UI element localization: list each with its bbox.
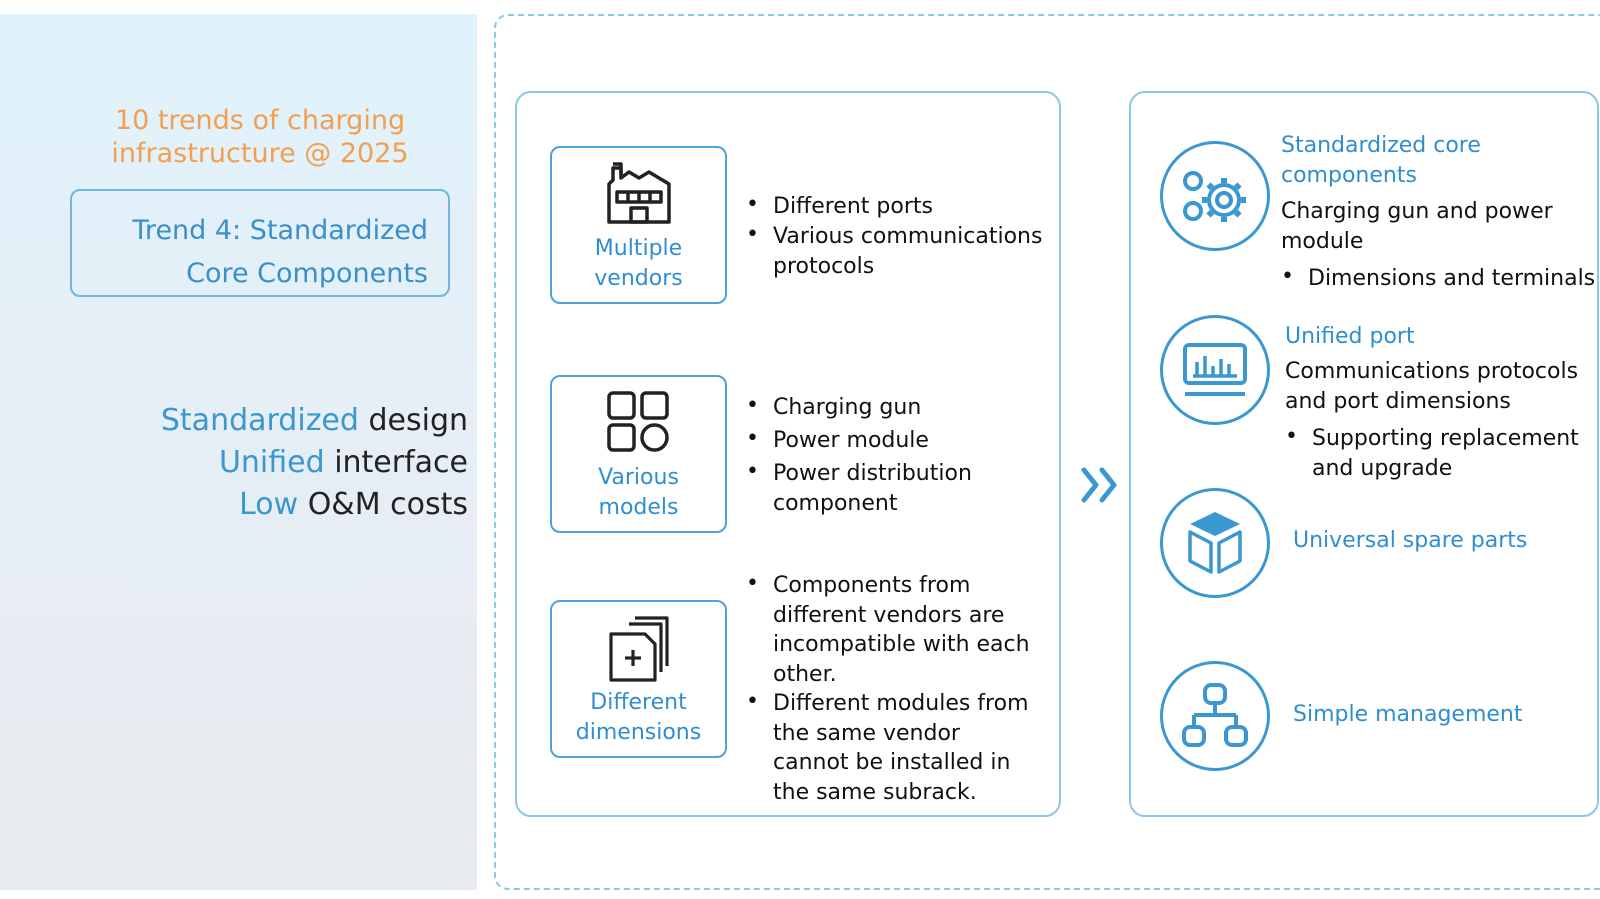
problem-label-line-1: Various bbox=[598, 465, 679, 490]
pillar-rest: O&M costs bbox=[298, 487, 468, 522]
side-panel bbox=[0, 14, 477, 890]
bullet-item: Dimensions and terminals bbox=[1281, 262, 1600, 294]
solution-description: Charging gun and power module bbox=[1281, 199, 1553, 254]
problem-bullets-models: Charging gun Power module Power distribu… bbox=[746, 391, 1006, 519]
pillar-highlight: Standardized bbox=[160, 403, 359, 438]
solution-icon-circle bbox=[1160, 141, 1270, 251]
bullet-item: Power module bbox=[746, 424, 1006, 456]
hierarchy-icon bbox=[1182, 683, 1248, 747]
trend-box: Trend 4: Standardized Core Components bbox=[70, 189, 450, 297]
pillar-highlight: Low bbox=[239, 487, 299, 522]
problem-card-dimensions: Different dimensions bbox=[550, 600, 727, 758]
headline-line-2: infrastructure @ 2025 bbox=[111, 138, 409, 169]
stacked-pages-plus-icon bbox=[608, 616, 669, 682]
pillar-item: Low O&M costs bbox=[161, 484, 468, 526]
problem-bullets-vendors: Different ports Various communications p… bbox=[746, 190, 1046, 282]
bullet-item: Components from different vendors are in… bbox=[746, 569, 1031, 689]
bullet-item: Supporting replacement and upgrade bbox=[1285, 422, 1595, 484]
pillar-item: Unified interface bbox=[161, 442, 468, 484]
problem-label: Different dimensions bbox=[552, 688, 725, 748]
solution-title: Universal spare parts bbox=[1293, 528, 1528, 553]
factory-icon bbox=[606, 162, 671, 224]
headline-line-1: 10 trends of charging bbox=[114, 105, 406, 136]
pillar-rest: interface bbox=[324, 445, 468, 480]
pillar-rest: design bbox=[358, 403, 468, 438]
bullet-item: Different modules from the same vendor c… bbox=[746, 687, 1031, 807]
solution-icon-circle bbox=[1160, 315, 1270, 425]
monitor-chart-icon bbox=[1183, 343, 1247, 396]
grid-shapes-icon bbox=[606, 391, 669, 452]
problem-label: Multiple vendors bbox=[552, 234, 725, 294]
problem-label-line-2: vendors bbox=[594, 266, 683, 291]
solution-title: Standardized core components bbox=[1281, 133, 1481, 188]
pillar-item: Standardized design bbox=[161, 400, 468, 442]
headline: 10 trends of charging infrastructure @ 2… bbox=[60, 104, 460, 170]
pillars-list: Standardized design Unified interface Lo… bbox=[161, 400, 468, 526]
pillar-highlight: Unified bbox=[218, 445, 325, 480]
solution-icon-circle bbox=[1160, 661, 1270, 771]
problem-card-models: Various models bbox=[550, 375, 727, 533]
gears-icon bbox=[1183, 171, 1246, 222]
solution-title: Unified port bbox=[1285, 324, 1415, 349]
trend-line-2: Core Components bbox=[186, 258, 428, 289]
bullet-item: Different ports bbox=[746, 190, 1046, 222]
double-chevron-right-icon bbox=[1078, 464, 1122, 510]
problem-label-line-1: Multiple bbox=[594, 236, 683, 261]
solution-title: Simple management bbox=[1293, 702, 1523, 727]
solution-bullets: Supporting replacement and upgrade bbox=[1285, 422, 1595, 484]
problem-card-vendors: Multiple vendors bbox=[550, 146, 727, 304]
solution-description: Communications protocols and port dimens… bbox=[1285, 359, 1579, 414]
outer-dashed-frame bbox=[494, 14, 1600, 890]
problem-label-line-2: models bbox=[598, 495, 679, 520]
bullet-item: Various communications protocols bbox=[746, 220, 1046, 282]
solution-bullets: Dimensions and terminals bbox=[1281, 262, 1600, 294]
bullet-item: Power distribution component bbox=[746, 457, 1006, 519]
trend-line-1: Trend 4: Standardized bbox=[132, 215, 428, 246]
bullet-item: Charging gun bbox=[746, 391, 1006, 423]
problem-label-line-2: dimensions bbox=[575, 720, 702, 745]
problem-label: Various models bbox=[552, 463, 725, 523]
solution-icon-circle bbox=[1160, 488, 1270, 598]
cube-box-icon bbox=[1188, 512, 1242, 574]
problem-bullets-dimensions: Components from different vendors are in… bbox=[746, 569, 1031, 807]
problem-label-line-1: Different bbox=[590, 690, 687, 715]
